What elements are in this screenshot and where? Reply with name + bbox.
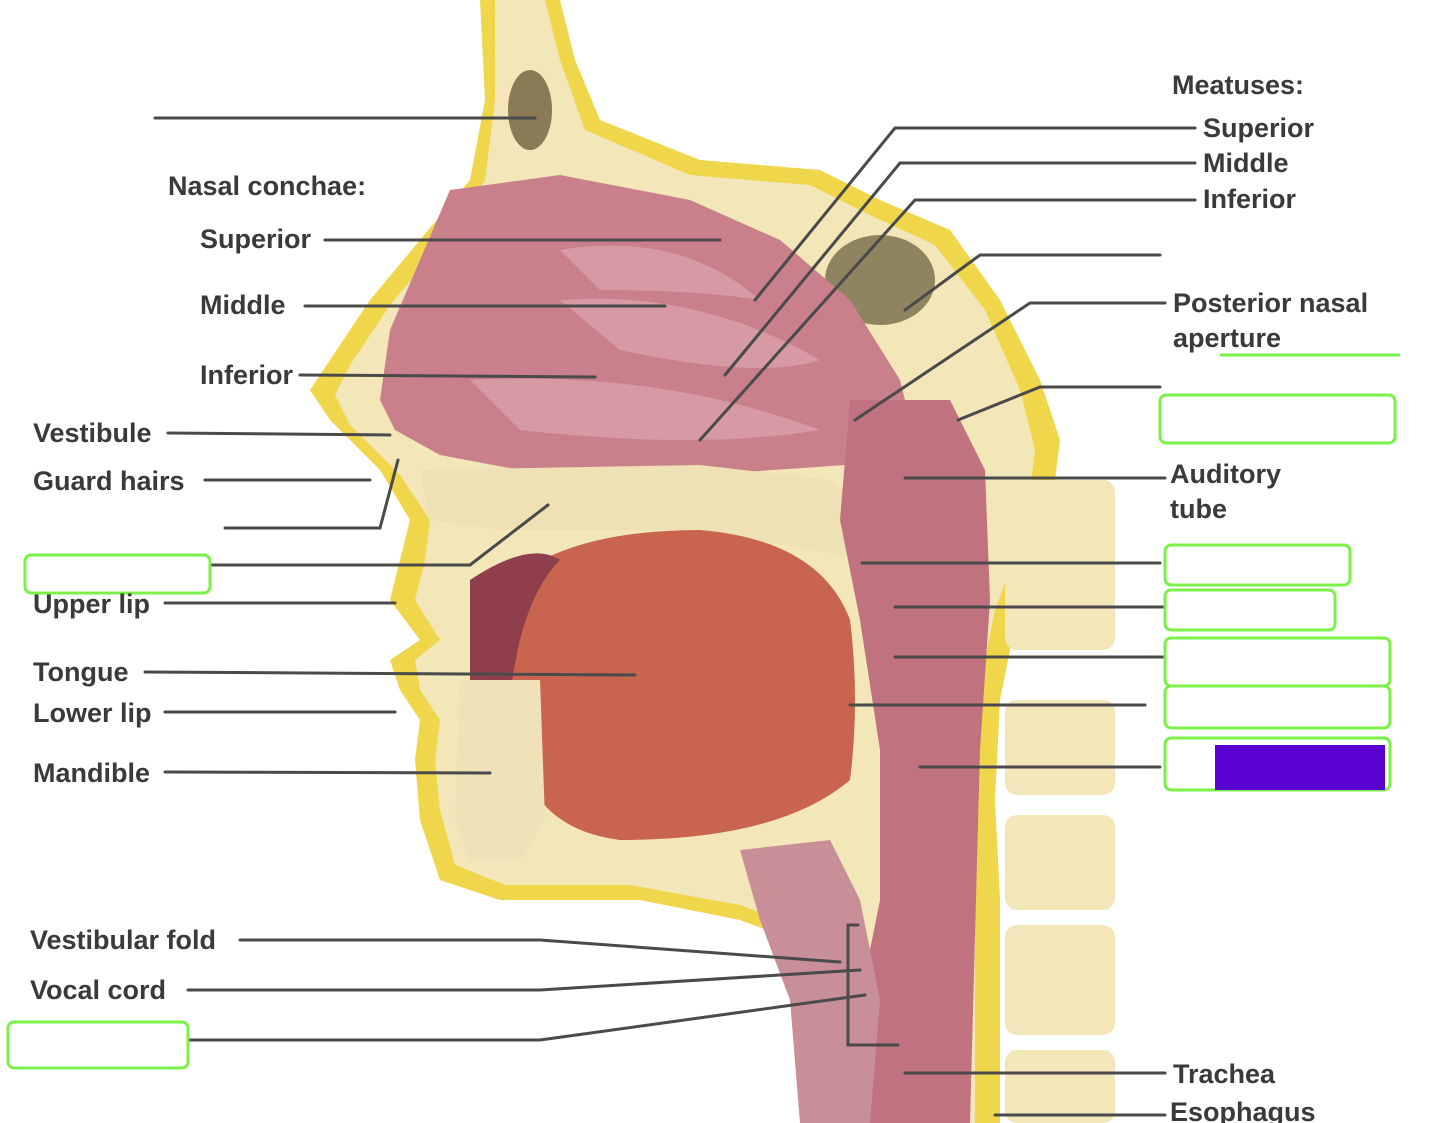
label-auditory-tube-line1: Auditory (1170, 459, 1281, 489)
mandible-bone (455, 680, 545, 860)
oral-cavity (470, 553, 560, 710)
label-trachea: Trachea (1173, 1059, 1276, 1089)
label-inferior-concha: Inferior (200, 360, 294, 390)
blank-box-right-4[interactable] (1163, 636, 1392, 688)
pharynx (840, 400, 990, 1123)
blank-box-left-1[interactable] (23, 553, 212, 595)
label-posterior-nasal-aperture-line1: Posterior nasal (1173, 288, 1368, 318)
larynx (740, 840, 880, 1123)
label-vestibular-fold: Vestibular fold (30, 925, 216, 955)
label-superior-meatus: Superior (1203, 113, 1315, 143)
right-labels: Meatuses: Superior Middle Inferior Poste… (1170, 70, 1368, 1123)
redaction-mark (1215, 745, 1385, 790)
blank-box-right-5[interactable] (1163, 684, 1392, 730)
leader-lines (133, 116, 1197, 1117)
label-superior-concha: Superior (200, 224, 312, 254)
sphenoid-sinus (825, 235, 935, 325)
label-tongue: Tongue (33, 657, 128, 687)
label-middle-meatus: Middle (1203, 148, 1289, 178)
label-esophagus: Esophagus (1170, 1097, 1316, 1123)
hard-palate (420, 465, 880, 560)
label-upper-lip: Upper lip (33, 589, 150, 619)
left-labels: Nasal conchae: Superior Middle Inferior … (30, 171, 366, 1005)
label-vestibule: Vestibule (33, 418, 152, 448)
label-lower-lip: Lower lip (33, 698, 152, 728)
label-guard-hairs: Guard hairs (33, 466, 185, 496)
label-inferior-meatus: Inferior (1203, 184, 1297, 214)
anatomy-illustration (310, 0, 1115, 1123)
label-mandible: Mandible (33, 758, 150, 788)
blank-box-right-1[interactable] (1158, 393, 1397, 445)
blank-box-left-2[interactable] (6, 1020, 190, 1070)
blank-answer-boxes (6, 353, 1400, 1070)
blank-box-right-3[interactable] (1163, 588, 1337, 632)
inferior-concha (470, 378, 820, 440)
middle-concha (560, 298, 820, 368)
label-meatuses-heading: Meatuses: (1172, 70, 1304, 100)
frontal-sinus (508, 70, 552, 150)
label-nasal-conchae-heading: Nasal conchae: (168, 171, 366, 201)
vertebral-column (1005, 480, 1115, 1123)
label-middle-concha: Middle (200, 290, 286, 320)
tongue-muscle (500, 530, 855, 840)
blank-box-right-2[interactable] (1163, 543, 1352, 587)
label-auditory-tube-line2: tube (1170, 494, 1227, 524)
label-vocal-cord: Vocal cord (30, 975, 166, 1005)
label-posterior-nasal-aperture-line2: aperture (1173, 323, 1281, 353)
superior-concha (560, 245, 760, 300)
